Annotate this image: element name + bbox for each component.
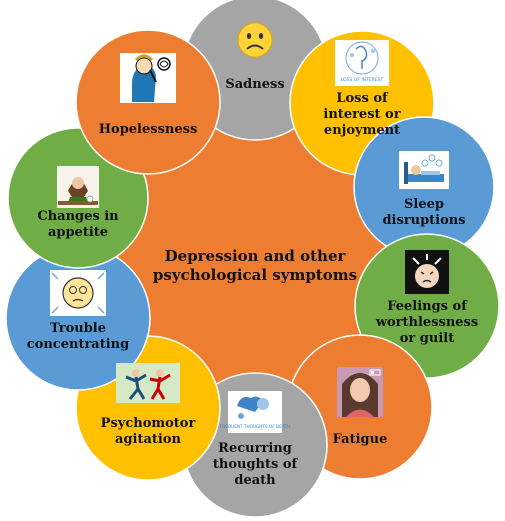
symptom-label-line: appetite	[47, 225, 109, 240]
symptom-label-line: Loss of	[336, 91, 388, 106]
sad-face-icon	[237, 22, 273, 58]
thoughts-of-death-icon: FREQUENT THOUGHTS OF DEATH	[220, 391, 290, 433]
symptom-label-fatigue: Fatigue	[333, 432, 388, 448]
loss-of-interest-icon: LOSS OF INTEREST	[335, 40, 389, 86]
agitated-people-icon	[116, 363, 180, 403]
symptom-label-line: Fatigue	[332, 432, 388, 447]
symptom-label-line: disruptions	[382, 213, 466, 228]
tired-woman-icon	[337, 367, 383, 417]
center-circle	[105, 112, 405, 412]
symptom-label-line: agitation	[115, 432, 181, 447]
symptom-label-line: Changes in	[37, 209, 119, 224]
symptom-label-line: Sadness	[225, 77, 285, 92]
center-label-line-1: Depression and other	[164, 247, 346, 265]
symptom-label-line: Sleep	[404, 197, 444, 212]
symptom-label-line: worthlessness	[375, 315, 479, 330]
symptom-label-line: or guilt	[399, 331, 455, 346]
sleep-in-bed-icon	[399, 151, 449, 189]
symptom-label-line: interest or	[323, 107, 401, 122]
symptom-label-line: Feelings of	[387, 299, 467, 314]
center-label-line-2: psychological symptoms	[152, 266, 358, 284]
symptom-label-sadness: Sadness	[225, 77, 284, 93]
center-label: Depression and other psychological sympt…	[153, 247, 357, 285]
svg-text:LOSS OF INTEREST: LOSS OF INTEREST	[341, 77, 384, 83]
symptom-label-line: Psychomotor	[100, 416, 196, 431]
symptom-label-line: Hopelessness	[98, 122, 198, 137]
symptom-label-line: thoughts of	[212, 457, 298, 472]
symptom-label-line: enjoyment	[323, 123, 401, 138]
woman-at-table-icon	[57, 166, 99, 208]
svg-text:FREQUENT THOUGHTS OF DEATH: FREQUENT THOUGHTS OF DEATH	[220, 424, 290, 429]
symptom-label-line: death	[234, 473, 276, 488]
head-in-hand-icon	[120, 53, 176, 103]
dizzy-face-icon	[50, 270, 106, 316]
symptom-label-line: Trouble	[49, 321, 106, 336]
symptom-label-line: Recurring	[218, 441, 292, 456]
distressed-head-icon	[405, 250, 449, 294]
symptom-label-line: concentrating	[26, 337, 130, 352]
symptom-label-hopelessness: Hopelessness	[99, 122, 198, 138]
